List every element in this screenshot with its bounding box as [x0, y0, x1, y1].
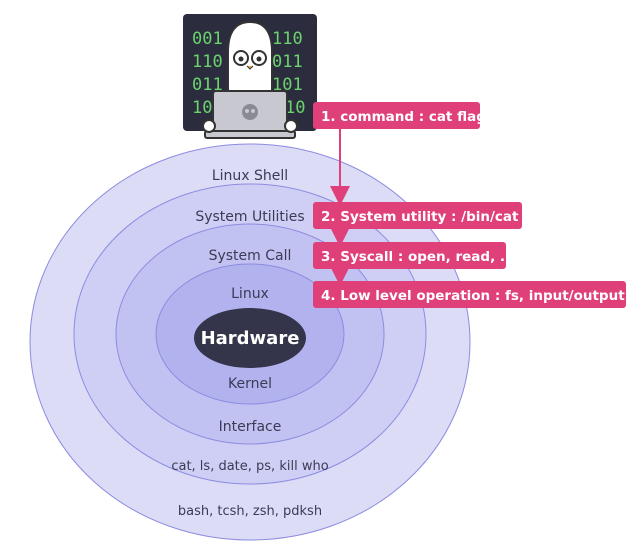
binary-row-2-right: 011	[272, 52, 303, 72]
hardware-label: Hardware	[201, 328, 300, 349]
hacker-illustration: 001 110 110 011 011 101 10 10	[183, 14, 317, 139]
binary-row-3-left: 011	[192, 75, 223, 95]
ghost-right-hand	[284, 119, 298, 133]
step-3-box	[313, 242, 506, 269]
ghost-left-pupil	[238, 56, 244, 62]
ghost-left-hand	[202, 119, 216, 133]
skull-left-eye	[245, 109, 249, 113]
system-call-label: System Call	[209, 248, 292, 264]
step-2: 2. System utility : /bin/cat	[313, 202, 522, 229]
step-3-label: 3. Syscall : open, read, ...	[321, 249, 515, 265]
kernel-label: Kernel	[228, 376, 272, 392]
utilities-examples-label: cat, ls, date, ps, kill who	[171, 459, 328, 474]
step-1: 1. command : cat flag	[313, 102, 486, 129]
linux-label: Linux	[231, 286, 269, 302]
shell-examples-label: bash, tcsh, zsh, pdksh	[178, 504, 322, 519]
laptop-base	[204, 130, 296, 139]
ghost-beak	[246, 65, 254, 70]
step-1-label: 1. command : cat flag	[321, 109, 486, 125]
linux-shell-label: Linux Shell	[212, 168, 288, 184]
step-4-label: 4. Low level operation : fs, input/outpu…	[321, 288, 643, 304]
binary-row-4-left: 10	[192, 98, 212, 118]
binary-row-1-right: 110	[272, 29, 303, 49]
step-2-label: 2. System utility : /bin/cat	[321, 209, 519, 225]
skull-icon	[242, 104, 258, 120]
skull-right-eye	[251, 109, 255, 113]
binary-row-4-right: 10	[285, 98, 305, 118]
step-4-box	[313, 281, 626, 308]
step-1-box	[313, 102, 480, 129]
step-3: 3. Syscall : open, read, ...	[313, 242, 515, 269]
step-4: 4. Low level operation : fs, input/outpu…	[313, 281, 643, 308]
binary-row-1-left: 001	[192, 29, 223, 49]
interface-label: Interface	[219, 419, 282, 435]
hardware-core	[194, 308, 306, 368]
ghost-right-pupil	[256, 56, 262, 62]
step-2-box	[313, 202, 522, 229]
binary-row-2-left: 110	[192, 52, 223, 72]
system-utilities-label: System Utilities	[195, 209, 304, 225]
